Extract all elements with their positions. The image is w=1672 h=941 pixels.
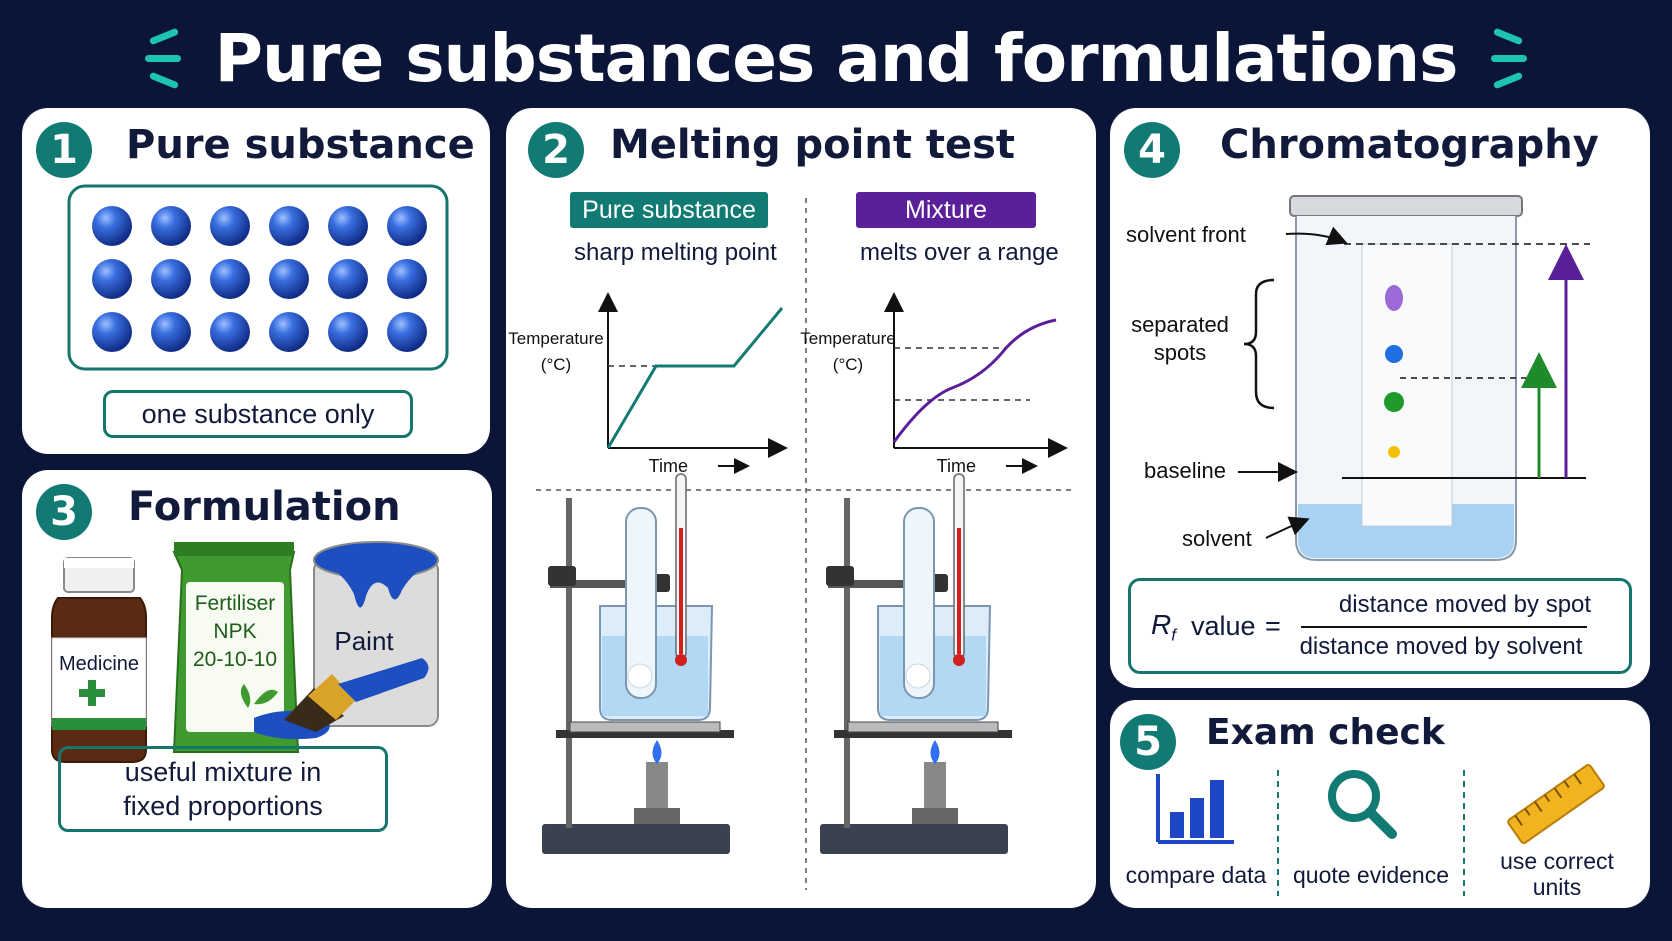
solvent-label: solvent bbox=[1182, 526, 1252, 551]
melting-graphs: Temperature (°C) Time Temperature (°C) T… bbox=[508, 198, 1071, 890]
blue-spot bbox=[1385, 345, 1403, 363]
separated-label-1: separated bbox=[1131, 312, 1229, 337]
particle-sphere bbox=[151, 312, 191, 352]
panel-title: Melting point test bbox=[610, 122, 1016, 168]
pure-heating-curve bbox=[606, 307, 784, 449]
particle-sphere bbox=[387, 206, 427, 246]
panel-number: 3 bbox=[36, 484, 92, 540]
panel-number: 5 bbox=[1120, 714, 1176, 770]
panel-chromatography: 4 Chromatography solve bbox=[1110, 108, 1650, 688]
particle-sphere bbox=[210, 206, 250, 246]
panel-title: Pure substance bbox=[126, 122, 475, 168]
bar-chart-icon bbox=[1156, 774, 1234, 844]
fertiliser-bag-icon bbox=[172, 542, 300, 753]
rf-formula-box: Rf value = distance moved by spot distan… bbox=[1128, 578, 1632, 674]
particle-sphere bbox=[151, 259, 191, 299]
yellow-spot bbox=[1388, 446, 1400, 458]
formulation-label: useful mixture in fixed proportions bbox=[58, 746, 388, 832]
particle-sphere bbox=[269, 312, 309, 352]
rf-symbol: Rf bbox=[1151, 609, 1176, 645]
particle-sphere bbox=[328, 206, 368, 246]
panel-title: Formulation bbox=[128, 484, 401, 530]
panel-melting-point: 2 Melting point test Pure substance shar… bbox=[506, 108, 1096, 908]
melting-apparatus-pure-icon bbox=[542, 473, 734, 854]
exam-item-compare-data: compare data bbox=[1125, 862, 1267, 888]
page-title: Pure substances and formulations bbox=[214, 19, 1459, 97]
particle-sphere bbox=[328, 312, 368, 352]
panel-number: 2 bbox=[528, 122, 584, 178]
baseline-label: baseline bbox=[1144, 458, 1226, 483]
panel-number: 1 bbox=[36, 122, 92, 178]
mixture-tag: Mixture bbox=[856, 192, 1036, 228]
pure-substance-label: one substance only bbox=[103, 390, 413, 438]
mixture-caption: melts over a range bbox=[860, 239, 1059, 266]
panel-exam-check: 5 Exam check compare data quote evidence bbox=[1110, 700, 1650, 908]
mixture-heating-curve bbox=[892, 318, 1057, 443]
graph2-xlabel: Time bbox=[937, 456, 976, 476]
pure-substance-tag: Pure substance bbox=[570, 192, 768, 228]
exam-item-units-line-1: use correct bbox=[1500, 848, 1614, 874]
fertiliser-label-1: Fertiliser bbox=[195, 592, 276, 615]
particle-sphere bbox=[92, 206, 132, 246]
graph2-ylabel-1: Temperature bbox=[800, 329, 895, 348]
panel-pure-substance: 1 Pure substance one substance only bbox=[22, 108, 490, 454]
fertiliser-label-3: 20-10-10 bbox=[193, 648, 277, 671]
paintbrush-icon bbox=[254, 658, 429, 740]
particle-sphere bbox=[387, 312, 427, 352]
rf-numerator: distance moved by spot bbox=[1338, 591, 1592, 618]
particle-sphere bbox=[210, 312, 250, 352]
melting-apparatus-mixture-icon bbox=[820, 473, 1012, 854]
particle-sphere bbox=[269, 259, 309, 299]
purple-spot bbox=[1385, 285, 1403, 311]
particle-sphere bbox=[151, 206, 191, 246]
graph1-ylabel-2: (°C) bbox=[541, 355, 571, 374]
pure-caption: sharp melting point bbox=[574, 239, 777, 266]
particle-sphere bbox=[92, 259, 132, 299]
graph2-ylabel-2: (°C) bbox=[833, 355, 863, 374]
rf-denominator: distance moved by solvent bbox=[1299, 633, 1583, 660]
graph1-xlabel: Time bbox=[649, 456, 688, 476]
medicine-label: Medicine bbox=[59, 653, 139, 675]
formulation-illustration: Medicine Fertiliser NPK 20-10-10 Paint bbox=[51, 541, 439, 763]
formulation-label-line-2: fixed proportions bbox=[123, 791, 323, 821]
exam-icons bbox=[1156, 764, 1605, 896]
rf-value-label: value bbox=[1191, 611, 1256, 641]
particle-sphere bbox=[269, 206, 309, 246]
particle-sphere bbox=[328, 259, 368, 299]
left-burst-icon bbox=[143, 23, 187, 93]
particle-grid bbox=[67, 184, 449, 371]
panel-number: 4 bbox=[1124, 122, 1180, 178]
fertiliser-label-2: NPK bbox=[213, 620, 256, 643]
title-bar: Pure substances and formulations bbox=[0, 8, 1672, 108]
chromatography-diagram: solvent front separated spots baseline s… bbox=[1126, 195, 1590, 561]
particle-sphere bbox=[387, 259, 427, 299]
exam-item-quote-evidence: quote evidence bbox=[1292, 862, 1449, 888]
particle-sphere bbox=[92, 312, 132, 352]
magnifier-icon bbox=[1328, 770, 1397, 839]
separated-label-2: spots bbox=[1154, 340, 1207, 365]
panel-title: Chromatography bbox=[1220, 122, 1599, 168]
fraction-bar bbox=[1301, 626, 1587, 628]
ruler-icon bbox=[1507, 764, 1605, 844]
panel-formulation: 3 Formulation Medicine Fertiliser NPK 20… bbox=[22, 470, 492, 908]
graph1-ylabel-1: Temperature bbox=[508, 329, 603, 348]
right-burst-icon bbox=[1485, 23, 1529, 93]
solvent-front-label: solvent front bbox=[1126, 222, 1246, 247]
exam-item-units-line-2: units bbox=[1532, 874, 1582, 900]
medicine-bottle-icon bbox=[51, 557, 147, 763]
exam-item-units: use correct units bbox=[1472, 848, 1642, 900]
equals-sign: = bbox=[1265, 611, 1281, 641]
paint-label: Paint bbox=[334, 626, 394, 656]
particle-sphere bbox=[210, 259, 250, 299]
green-spot bbox=[1384, 392, 1404, 412]
formulation-label-line-1: useful mixture in bbox=[124, 757, 322, 787]
panel-title: Exam check bbox=[1206, 712, 1445, 753]
